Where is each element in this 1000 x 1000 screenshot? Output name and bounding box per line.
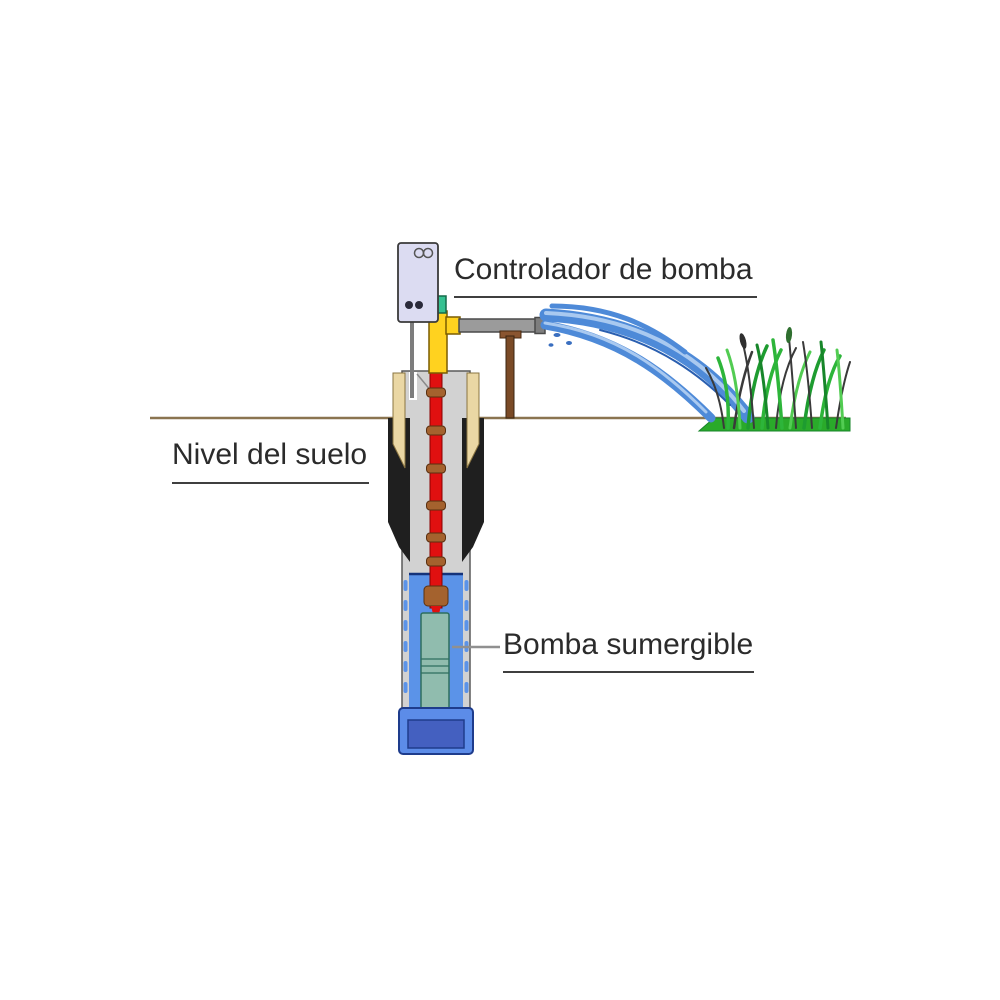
controller-button-icon bbox=[405, 301, 413, 309]
outlet-pipe bbox=[458, 318, 540, 333]
grass-tuft bbox=[705, 327, 851, 430]
pipe-couplings bbox=[423, 387, 449, 607]
controller-label: Controlador de bomba bbox=[454, 252, 757, 298]
cattail-icon bbox=[739, 333, 747, 349]
casing-screen-slots bbox=[403, 580, 469, 693]
pipe-elbow bbox=[445, 316, 461, 335]
pump-outlet-taper bbox=[431, 606, 441, 614]
casing-trim-left bbox=[392, 372, 406, 469]
well-sump-inner bbox=[407, 719, 465, 749]
riser-pipe bbox=[429, 367, 443, 609]
ground-level-label: Nivel del suelo bbox=[172, 437, 369, 484]
submersible-pump bbox=[420, 612, 450, 714]
cattail-icon bbox=[785, 327, 793, 343]
controller-button-icon bbox=[415, 301, 423, 309]
submersible-pump-label: Bomba sumergible bbox=[503, 627, 754, 673]
water-jet bbox=[539, 303, 755, 424]
casing-trim-right bbox=[466, 372, 480, 469]
pipe-support-post bbox=[505, 335, 515, 419]
controller-vent-icon bbox=[422, 247, 434, 259]
controller-box bbox=[397, 242, 439, 323]
